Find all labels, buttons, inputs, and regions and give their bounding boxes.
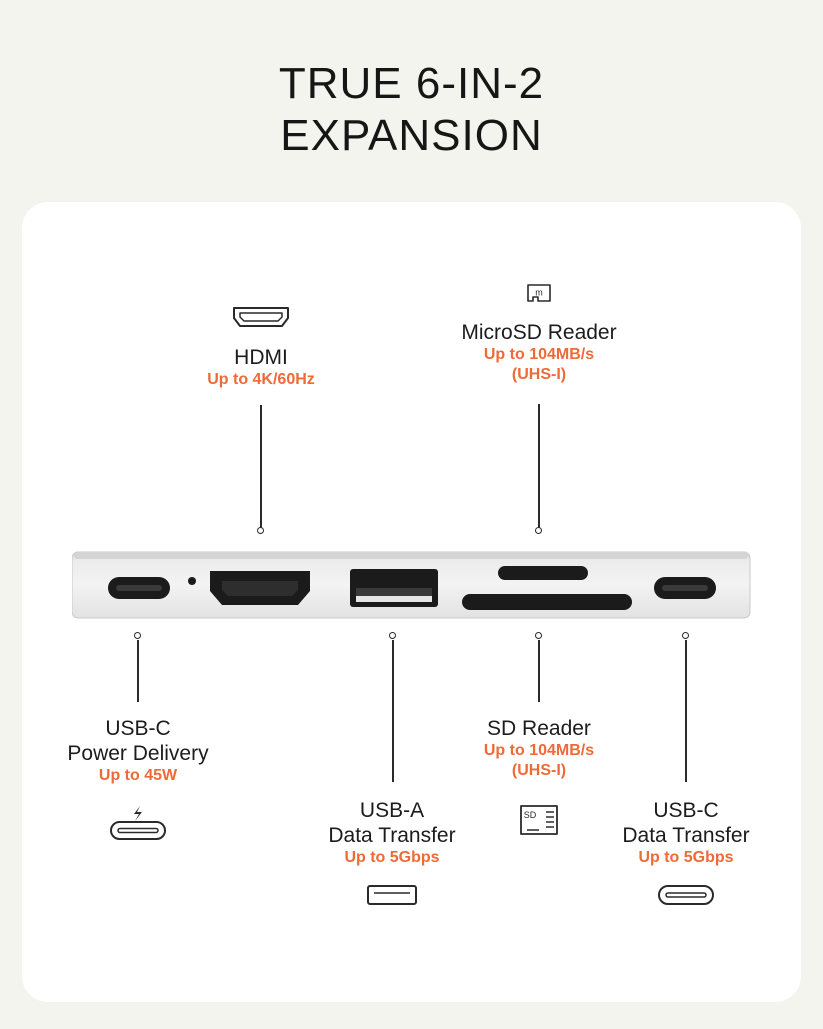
usb-a-icon <box>367 885 417 905</box>
usbc-pd-name-2: Power Delivery <box>67 742 209 765</box>
usbc-data-spec: Up to 5Gbps <box>638 849 734 866</box>
usbc-data-connector-dot <box>682 632 689 639</box>
usb-c-charging-icon <box>110 806 166 840</box>
usba-name-1: USB-A <box>359 799 425 822</box>
hdmi-connector-dot <box>257 527 264 534</box>
hdmi-spec: Up to 4K/60Hz <box>207 371 315 388</box>
usba-name-2: Data Transfer <box>328 824 456 847</box>
usbc-pd-connector-line <box>137 640 139 702</box>
usbc-pd-connector-dot <box>134 632 141 639</box>
sd-label: SD Reader Up to 104MB/s (UHS-I) <box>484 716 594 781</box>
usb-c-icon <box>658 885 714 905</box>
microsd-label: MicroSD Reader Up to 104MB/s (UHS-I) <box>461 320 616 385</box>
usbc-pd-label: USB-C Power Delivery Up to 45W <box>67 716 208 786</box>
microsd-connector-dot <box>535 527 542 534</box>
sd-icon-text: SD <box>524 810 537 820</box>
hdmi-name: HDMI <box>234 346 288 369</box>
title-line-1: TRUE 6-IN-2 <box>278 59 545 108</box>
usbc-pd-name-1: USB-C <box>105 717 171 740</box>
sd-connector-dot <box>535 632 542 639</box>
microsd-spec-class: (UHS-I) <box>511 366 567 383</box>
page-title: TRUE 6-IN-2 EXPANSION <box>0 58 823 162</box>
usba-label: USB-A Data Transfer Up to 5Gbps <box>328 798 455 868</box>
sd-spec-speed: Up to 104MB/s <box>483 742 595 759</box>
usba-connector-line <box>392 640 394 782</box>
usbc-data-connector-line <box>685 640 687 782</box>
sd-name: SD Reader <box>487 717 591 740</box>
sd-spec-class: (UHS-I) <box>511 762 567 779</box>
usbc-pd-spec: Up to 45W <box>98 767 178 784</box>
title-line-2: EXPANSION <box>280 111 543 160</box>
microsd-icon-text: m <box>535 288 543 298</box>
microsd-spec-speed: Up to 104MB/s <box>483 346 595 363</box>
microsd-icon: m <box>527 284 551 302</box>
hdmi-label: HDMI Up to 4K/60Hz <box>207 345 315 390</box>
sd-card-icon: SD <box>520 805 558 835</box>
sd-connector-line <box>538 640 540 702</box>
microsd-name: MicroSD Reader <box>461 321 617 344</box>
usba-connector-dot <box>389 632 396 639</box>
hdmi-connector-line <box>260 405 262 528</box>
usbc-data-name-1: USB-C <box>653 799 719 822</box>
usba-spec: Up to 5Gbps <box>344 849 440 866</box>
usbc-data-name-2: Data Transfer <box>622 824 750 847</box>
usbc-data-label: USB-C Data Transfer Up to 5Gbps <box>622 798 749 868</box>
hdmi-icon <box>233 307 289 327</box>
usb-hub-device <box>72 551 751 619</box>
microsd-connector-line <box>538 404 540 528</box>
